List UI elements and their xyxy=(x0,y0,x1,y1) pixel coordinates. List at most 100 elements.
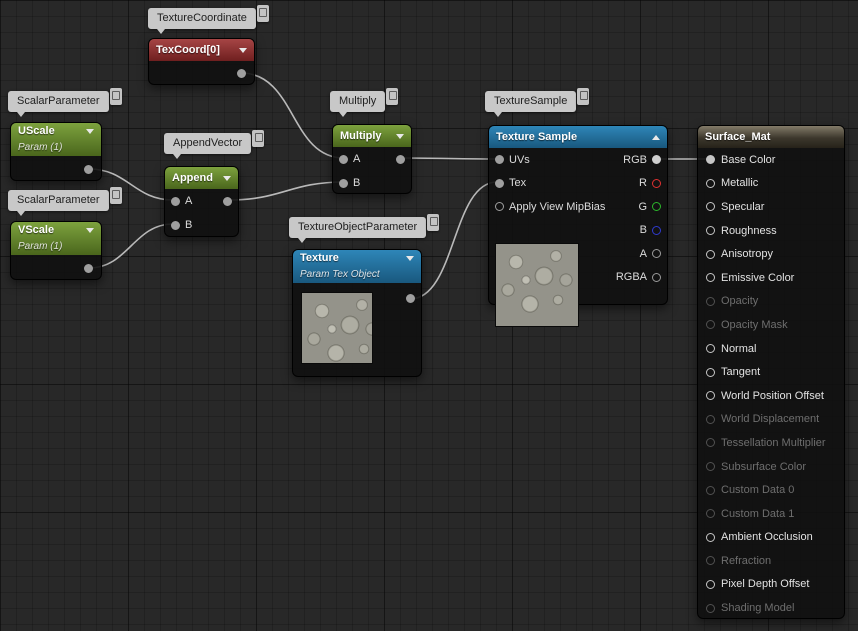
input-pin-a[interactable] xyxy=(171,197,180,206)
input-pin[interactable] xyxy=(706,297,715,306)
material-input-world-displacement[interactable]: World Displacement xyxy=(698,408,844,432)
material-input-tangent[interactable]: Tangent xyxy=(698,360,844,384)
input-pin[interactable] xyxy=(706,604,715,613)
node-header[interactable]: UScale Param (1) xyxy=(11,123,101,156)
comment-pin-icon[interactable] xyxy=(427,214,439,231)
material-input-world-position-offset[interactable]: World Position Offset xyxy=(698,384,844,408)
material-input-metallic[interactable]: Metallic xyxy=(698,172,844,196)
input-pin[interactable] xyxy=(706,368,715,377)
input-pin-tex[interactable] xyxy=(495,179,504,188)
input-pin[interactable] xyxy=(706,580,715,589)
input-pin[interactable] xyxy=(706,344,715,353)
output-pin-r[interactable] xyxy=(652,179,661,188)
output-pin[interactable] xyxy=(396,155,405,164)
input-pin-a[interactable] xyxy=(339,155,348,164)
chevron-down-icon[interactable] xyxy=(396,134,404,139)
comment-bubble-multiply[interactable]: Multiply xyxy=(330,91,385,112)
output-pin[interactable] xyxy=(223,197,232,206)
input-pin[interactable] xyxy=(706,462,715,471)
node-header[interactable]: Multiply xyxy=(333,125,411,147)
node-vscale[interactable]: VScale Param (1) xyxy=(10,221,102,280)
comment-pin-icon[interactable] xyxy=(252,130,264,147)
material-input-roughness[interactable]: Roughness xyxy=(698,219,844,243)
input-pin-uvs[interactable] xyxy=(495,155,504,164)
material-input-pixel-depth-offset[interactable]: Pixel Depth Offset xyxy=(698,573,844,597)
node-header[interactable]: Texture Param Tex Object xyxy=(293,250,421,283)
node-multiply[interactable]: Multiply A B xyxy=(332,124,412,194)
input-pin[interactable] xyxy=(706,155,715,164)
node-header[interactable]: TexCoord[0] xyxy=(149,39,254,61)
output-pin-a[interactable] xyxy=(652,249,661,258)
comment-bubble-scalarparameter-vscale[interactable]: ScalarParameter xyxy=(8,190,109,211)
input-pin[interactable] xyxy=(706,320,715,329)
output-label: B xyxy=(640,224,647,236)
input-pin-b[interactable] xyxy=(171,221,180,230)
chevron-down-icon[interactable] xyxy=(223,176,231,181)
material-input-custom-data-1[interactable]: Custom Data 1 xyxy=(698,502,844,526)
wire-multiply-to-texturesample-uvs[interactable] xyxy=(402,158,497,159)
chevron-down-icon[interactable] xyxy=(239,48,247,53)
input-pin[interactable] xyxy=(706,509,715,518)
node-header[interactable]: Append xyxy=(165,167,238,189)
input-pin[interactable] xyxy=(706,391,715,400)
material-input-refraction[interactable]: Refraction xyxy=(698,549,844,573)
input-pin[interactable] xyxy=(706,179,715,188)
node-texcoord[interactable]: TexCoord[0] xyxy=(148,38,255,85)
material-input-normal[interactable]: Normal xyxy=(698,337,844,361)
comment-pin-icon[interactable] xyxy=(110,187,122,204)
input-pin[interactable] xyxy=(706,250,715,259)
node-texture-sample[interactable]: Texture Sample UVs RGB Tex R Apply View … xyxy=(488,125,668,305)
output-pin[interactable] xyxy=(84,165,93,174)
chevron-down-icon[interactable] xyxy=(86,129,94,134)
input-pin[interactable] xyxy=(706,556,715,565)
output-pin[interactable] xyxy=(237,69,246,78)
material-input-opacity-mask[interactable]: Opacity Mask xyxy=(698,313,844,337)
comment-bubble-texturesample[interactable]: TextureSample xyxy=(485,91,576,112)
output-pin-g[interactable] xyxy=(652,202,661,211)
comment-bubble-scalarparameter-uscale[interactable]: ScalarParameter xyxy=(8,91,109,112)
output-pin-b[interactable] xyxy=(652,226,661,235)
output-pin-rgb[interactable] xyxy=(652,155,661,164)
comment-bubble-appendvector[interactable]: AppendVector xyxy=(164,133,251,154)
node-texture-object[interactable]: Texture Param Tex Object xyxy=(292,249,422,377)
input-pin-b[interactable] xyxy=(339,179,348,188)
node-header[interactable]: Surface_Mat xyxy=(698,126,844,148)
output-pin-rgba[interactable] xyxy=(652,273,661,282)
node-header[interactable]: VScale Param (1) xyxy=(11,222,101,255)
material-input-subsurface-color[interactable]: Subsurface Color xyxy=(698,455,844,479)
comment-pin-icon[interactable] xyxy=(577,88,589,105)
material-input-base-color[interactable]: Base Color xyxy=(698,148,844,172)
input-pin[interactable] xyxy=(706,202,715,211)
input-pin-mipbias[interactable] xyxy=(495,202,504,211)
output-pin[interactable] xyxy=(84,264,93,273)
chevron-down-icon[interactable] xyxy=(86,228,94,233)
comment-bubble-texturecoordinate[interactable]: TextureCoordinate xyxy=(148,8,256,29)
input-pin[interactable] xyxy=(706,273,715,282)
input-pin[interactable] xyxy=(706,226,715,235)
chevron-down-icon[interactable] xyxy=(406,256,414,261)
material-input-shading-model[interactable]: Shading Model xyxy=(698,596,844,620)
material-input-custom-data-0[interactable]: Custom Data 0 xyxy=(698,478,844,502)
output-pin[interactable] xyxy=(406,294,415,303)
texsample-row-mipbias-g: Apply View MipBias G xyxy=(489,195,667,219)
input-pin[interactable] xyxy=(706,415,715,424)
texsample-row-uvs-rgb: UVs RGB xyxy=(489,148,667,172)
material-input-ambient-occlusion[interactable]: Ambient Occlusion xyxy=(698,526,844,550)
input-pin[interactable] xyxy=(706,533,715,542)
material-input-tessellation-multiplier[interactable]: Tessellation Multiplier xyxy=(698,431,844,455)
node-header[interactable]: Texture Sample xyxy=(489,126,667,148)
comment-pin-icon[interactable] xyxy=(386,88,398,105)
comment-pin-icon[interactable] xyxy=(257,5,269,22)
material-input-specular[interactable]: Specular xyxy=(698,195,844,219)
node-uscale[interactable]: UScale Param (1) xyxy=(10,122,102,181)
material-input-anisotropy[interactable]: Anisotropy xyxy=(698,242,844,266)
input-pin[interactable] xyxy=(706,438,715,447)
material-input-opacity[interactable]: Opacity xyxy=(698,290,844,314)
input-pin[interactable] xyxy=(706,486,715,495)
comment-pin-icon[interactable] xyxy=(110,88,122,105)
comment-bubble-textureobjectparameter[interactable]: TextureObjectParameter xyxy=(289,217,426,238)
node-surface-mat[interactable]: Surface_Mat Base Color Metallic Specular… xyxy=(697,125,845,619)
material-input-emissive-color[interactable]: Emissive Color xyxy=(698,266,844,290)
chevron-up-icon[interactable] xyxy=(652,135,660,140)
node-append[interactable]: Append A B xyxy=(164,166,239,237)
